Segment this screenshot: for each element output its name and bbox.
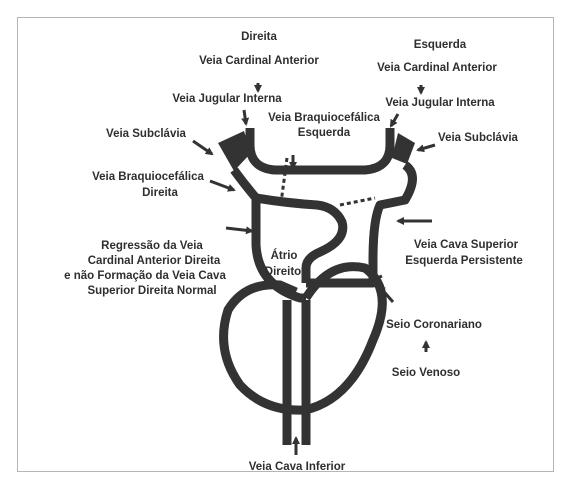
label-regression-line3: e não Formação da Veia Cava [64, 270, 226, 282]
label-right-side: Direita [241, 31, 277, 43]
label-right-brachiocephalic-line2: Direita [142, 187, 178, 199]
label-left-brachiocephalic-line2: Esquerda [298, 127, 351, 139]
regressed-right-anterior-cardinal [281, 158, 287, 203]
label-coronary-sinus: Seio Coronariano [386, 319, 482, 331]
label-right-subclavian: Veia Subclávia [106, 128, 187, 140]
left-subclavian-vein [392, 133, 415, 164]
label-regression-line2: Cardinal Anterior Direita [88, 255, 221, 267]
label-left-internal-jugular: Veia Jugular Interna [385, 97, 495, 109]
label-right-anterior-cardinal: Veia Cardinal Anterior [199, 55, 319, 67]
arrow-left-jugular [391, 114, 398, 126]
right-brachiocephalic-vein [234, 170, 256, 198]
label-right-atrium-line1: Átrio [271, 249, 298, 262]
arrow-right-subclavian [193, 141, 212, 154]
label-left-subclavian: Veia Subclávia [438, 132, 519, 144]
arrow-regression [226, 228, 252, 231]
label-right-brachiocephalic-line1: Veia Braquiocefálica [92, 171, 204, 183]
regressed-connection-upper [340, 198, 375, 205]
label-right-internal-jugular: Veia Jugular Interna [172, 93, 282, 105]
arrow-right-jugular [244, 110, 246, 124]
vein-structures [218, 128, 415, 445]
label-regression-line4: Superior Direita Normal [87, 285, 216, 297]
arrow-right-brachiocephalic [210, 181, 234, 190]
label-regression-line1: Regressão da Veia [101, 240, 203, 252]
label-inferior-vena-cava: Veia Cava Inferior [249, 461, 346, 473]
label-persistent-left-svc-line2: Esquerda Persistente [405, 255, 523, 267]
arrow-left-subclavian [418, 145, 435, 150]
label-left-brachiocephalic-line1: Veia Braquiocefálica [268, 112, 380, 124]
label-persistent-left-svc-line1: Veia Cava Superior [414, 239, 519, 251]
label-left-anterior-cardinal: Veia Cardinal Anterior [377, 62, 497, 74]
label-right-atrium-line2: Direito [265, 266, 301, 278]
label-sinus-venosus: Seio Venoso [392, 367, 460, 379]
label-left-side: Esquerda [414, 39, 467, 51]
